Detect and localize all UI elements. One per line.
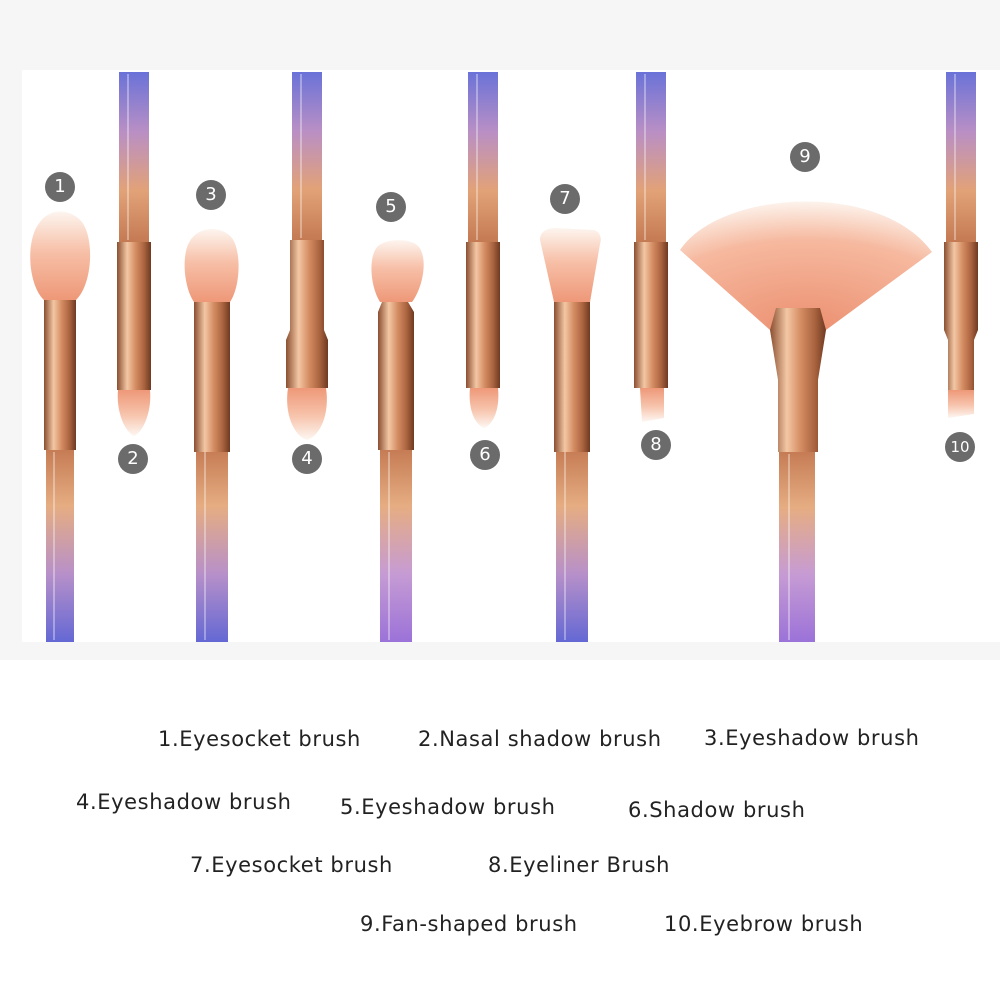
badge-1: 1: [45, 172, 75, 202]
product-photo: [22, 70, 1000, 642]
caption-9: 9.Fan-shaped brush: [360, 912, 578, 936]
caption-7: 7.Eyesocket brush: [190, 853, 393, 877]
brush-3-eyeshadow: [184, 229, 239, 642]
caption-1: 1.Eyesocket brush: [158, 727, 361, 751]
caption-2: 2.Nasal shadow brush: [418, 727, 662, 751]
brush-6-shadow: [466, 72, 500, 428]
badge-6: 6: [470, 440, 500, 470]
caption-6: 6.Shadow brush: [628, 798, 806, 822]
badge-8: 8: [641, 430, 671, 460]
caption-4: 4.Eyeshadow brush: [76, 790, 292, 814]
badge-2: 2: [118, 444, 148, 474]
badge-10: 10: [945, 432, 975, 462]
brush-1-eyesocket: [30, 211, 91, 642]
badge-4: 4: [292, 444, 322, 474]
caption-8: 8.Eyeliner Brush: [488, 853, 671, 877]
caption-3: 3.Eyeshadow brush: [704, 726, 920, 750]
brush-10-eyebrow: [944, 72, 978, 418]
brush-8-eyeliner: [634, 72, 668, 422]
brush-5-eyeshadow: [371, 240, 424, 642]
caption-5: 5.Eyeshadow brush: [340, 795, 556, 819]
brush-2-nasal-shadow: [117, 72, 151, 436]
brush-9-fan-shaped: [680, 201, 932, 642]
brush-4-eyeshadow: [286, 72, 328, 440]
badge-9: 9: [790, 142, 820, 172]
badge-3: 3: [196, 180, 226, 210]
badge-7: 7: [550, 184, 580, 214]
caption-10: 10.Eyebrow brush: [664, 912, 864, 936]
badge-5: 5: [376, 192, 406, 222]
photo-panel: [22, 70, 1000, 642]
brush-7-eyesocket: [540, 228, 601, 642]
